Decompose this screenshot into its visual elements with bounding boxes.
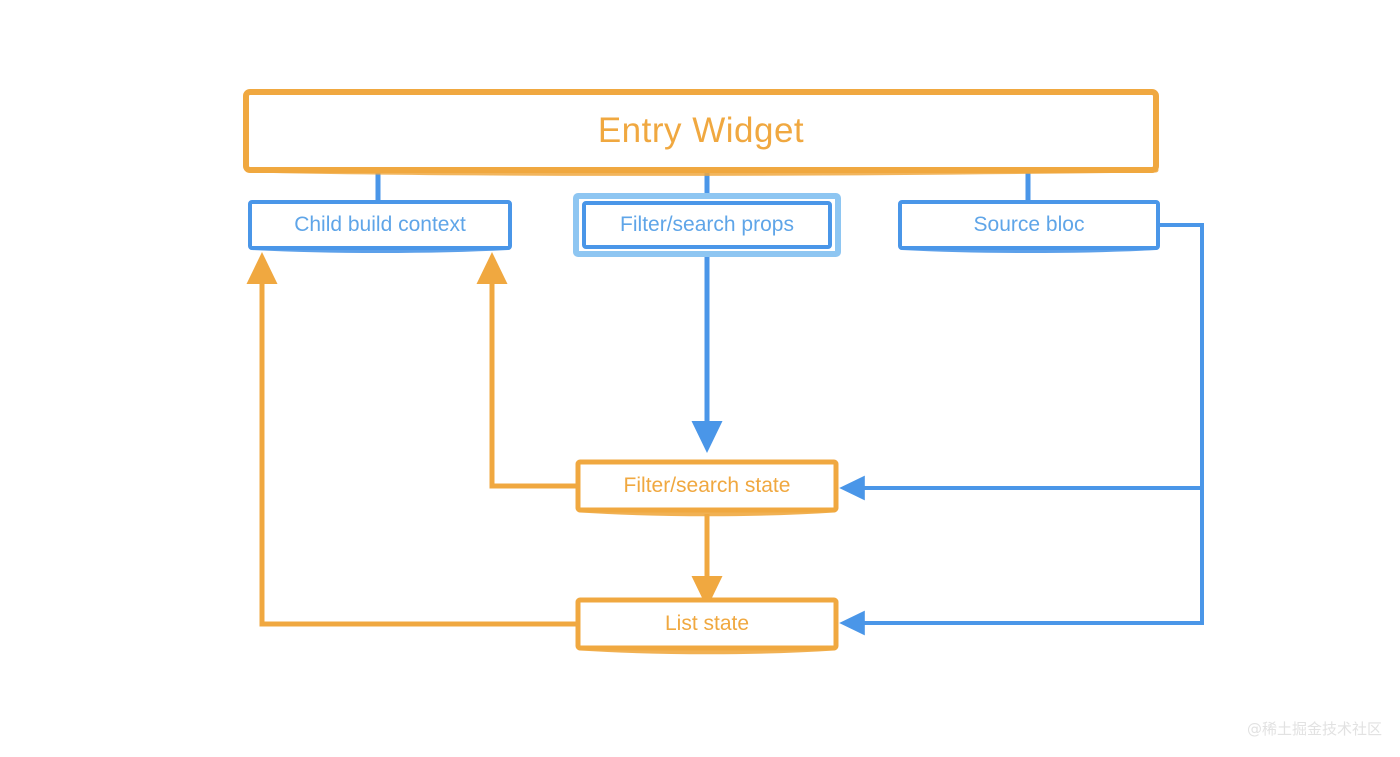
source-bloc-sketch-underline [900, 246, 1158, 253]
child-build-context-box [248, 200, 512, 250]
entry-widget-box [243, 89, 1159, 173]
node-filter-search-state[interactable] [575, 459, 839, 517]
filter-search-props-box [582, 201, 832, 249]
node-list-state[interactable] [575, 597, 839, 655]
list-state-box [575, 597, 839, 651]
child-build-context-sketch-underline [250, 246, 510, 253]
entry-widget-sketch-underline [245, 167, 1159, 176]
watermark: @稀土掘金技术社区 [1246, 720, 1382, 738]
edge-source-bloc-to-list-state [839, 488, 1204, 636]
filter-search-state-box [575, 459, 839, 513]
filter-search-state-sketch-underline [577, 507, 837, 517]
edge-source-bloc-to-filter-state [839, 223, 1204, 501]
node-child-build-context[interactable] [248, 200, 512, 253]
source-bloc-box [898, 200, 1160, 250]
node-source-bloc[interactable] [898, 200, 1160, 253]
node-filter-search-props[interactable] [573, 193, 841, 257]
filter-search-props-glow [573, 193, 841, 257]
edge-filter-state-to-filter-props [476, 252, 576, 489]
edge-list-state-to-child-build-context [246, 252, 576, 627]
node-entry-widget[interactable] [243, 89, 1159, 176]
list-state-sketch-underline [577, 645, 837, 655]
